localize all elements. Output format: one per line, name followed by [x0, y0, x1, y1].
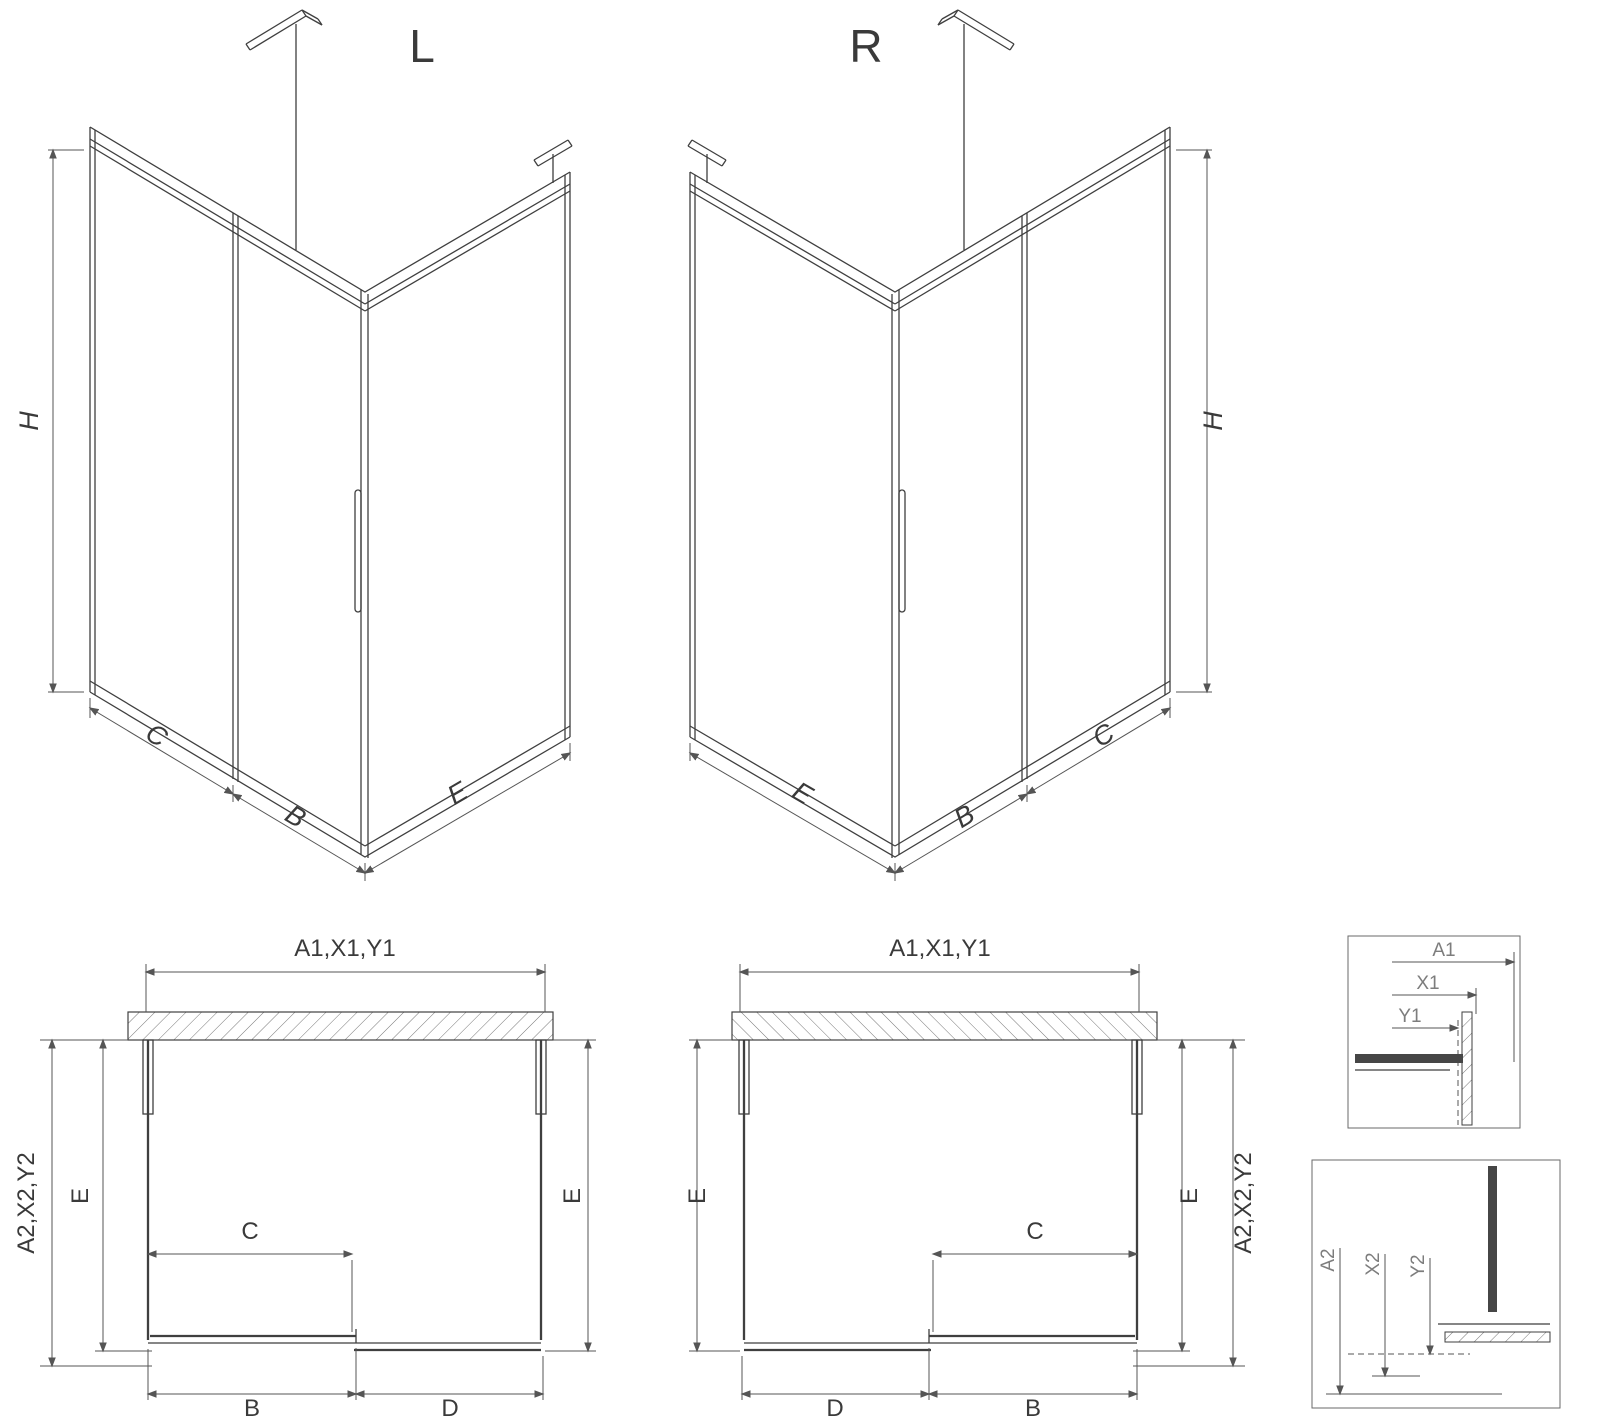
dim-label-b-left: B [280, 799, 311, 834]
detail-dim-x1: X1 [1416, 973, 1439, 994]
plan-dim-top-left: A1,X1,Y1 [294, 935, 395, 962]
plan-dim-c-left: C [241, 1218, 258, 1245]
plan-dim-b-right: B [1025, 1395, 1041, 1422]
detail-dim-y2: Y2 [1408, 1254, 1429, 1277]
plan-dim-top-right: A1,X1,Y1 [889, 935, 990, 962]
view-label-left: L [409, 20, 435, 72]
detail-dim-a2: A2 [1318, 1248, 1339, 1271]
iso-structure-right [688, 10, 1212, 881]
iso-view-right: R H E B C [688, 10, 1228, 881]
detail-dim-x2: X2 [1363, 1252, 1384, 1275]
plan-structure-right [689, 964, 1245, 1400]
detail-dim-y1: Y1 [1398, 1006, 1421, 1027]
dim-label-e-left: E [442, 775, 473, 810]
dim-label-height-left: H [14, 411, 44, 431]
plan-dim-e1-right: E [684, 1188, 711, 1204]
plan-dim-e2-left: E [559, 1188, 586, 1204]
dim-label-c-left: C [141, 717, 174, 753]
plan-structure-left [40, 964, 596, 1400]
detail-dim-a1: A1 [1432, 940, 1455, 961]
plan-dim-side-left: A2,X2,Y2 [13, 1152, 40, 1253]
plan-view-right: A1,X1,Y1 A2,X2,Y2 E E C D B [684, 935, 1257, 1422]
plan-dim-side-right: A2,X2,Y2 [1230, 1152, 1257, 1253]
detail-view-a1: A1 X1 Y1 [1347, 935, 1521, 1129]
plan-dim-d-right: D [826, 1395, 843, 1422]
view-label-right: R [849, 20, 882, 72]
plan-dim-e2-right: E [1176, 1188, 1203, 1204]
plan-view-left: A1,X1,Y1 A2,X2,Y2 E E C B D [13, 935, 596, 1422]
plan-dim-b-left: B [244, 1395, 260, 1422]
iso-view-left: L H C B E [14, 10, 572, 881]
detail-view-a2: A2 X2 Y2 [1311, 1159, 1561, 1409]
plan-dim-c-right: C [1026, 1218, 1043, 1245]
dim-label-c-right: C [1087, 717, 1120, 753]
dim-label-height-right: H [1198, 411, 1228, 431]
plan-dim-e1-left: E [67, 1188, 94, 1204]
dim-label-b-right: B [949, 799, 980, 834]
dim-label-e-right: E [787, 776, 818, 811]
iso-structure-left [48, 10, 572, 881]
plan-dim-d-left: D [441, 1395, 458, 1422]
